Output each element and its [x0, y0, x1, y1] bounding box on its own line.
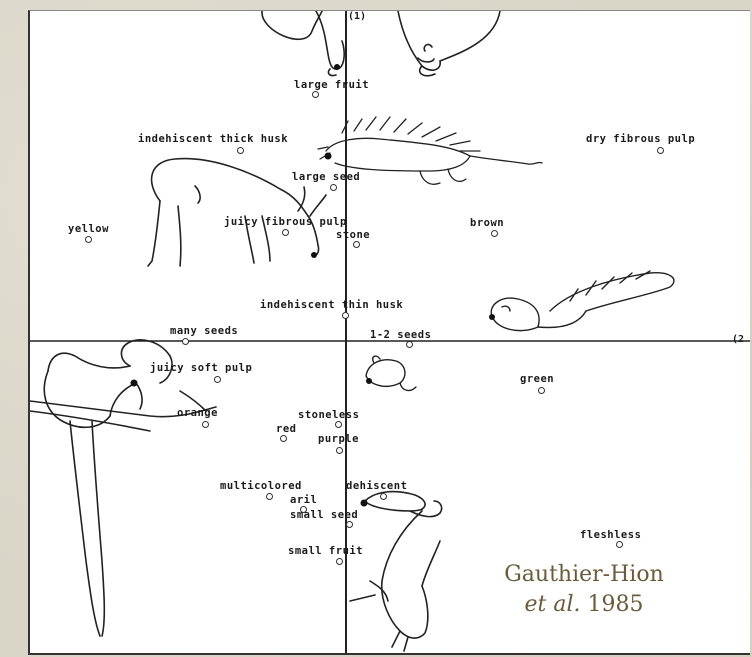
trait-stone-label: stone	[336, 229, 370, 241]
axis-1-label: (1)	[348, 11, 366, 22]
trait-dry-fibrous-pulp-label: dry fibrous pulp	[586, 133, 695, 145]
porcupine-nose	[325, 153, 332, 160]
citation-year: 1985	[581, 592, 644, 617]
ordination-figure: (1) (2 large fruit indehiscent thick hus…	[28, 10, 750, 655]
trait-green-label: green	[520, 373, 554, 385]
trait-orange-marker	[202, 421, 209, 428]
rodent-nose	[366, 378, 372, 384]
trait-small-seed-marker	[346, 521, 353, 528]
trait-stone-marker	[353, 241, 360, 248]
monkey-hand-fruit	[131, 380, 138, 387]
squirrel-illustration	[491, 271, 674, 331]
trait-1-2-seeds-label: 1-2 seeds	[370, 329, 431, 341]
trait-yellow-marker	[85, 236, 92, 243]
trait-purple-label: purple	[318, 433, 359, 445]
trait-many-seeds-label: many seeds	[170, 325, 238, 337]
trait-indehiscent-thick-husk-marker	[237, 147, 244, 154]
trait-yellow-label: yellow	[68, 223, 109, 235]
trait-brown-marker	[491, 230, 498, 237]
trait-large-seed-label: large seed	[292, 171, 360, 183]
trait-juicy-fibrous-pulp-label: juicy fibrous pulp	[224, 216, 347, 228]
rodent-illustration	[366, 356, 416, 390]
trait-indehiscent-thin-husk-label: indehiscent thin husk	[260, 299, 403, 311]
trait-dehiscent-marker	[380, 493, 387, 500]
trait-large-fruit-label: large fruit	[294, 79, 369, 91]
trait-stoneless-label: stoneless	[298, 409, 359, 421]
trait-stoneless-marker	[335, 421, 342, 428]
monkey-illustration	[30, 340, 216, 636]
trait-large-fruit-marker	[312, 91, 319, 98]
trait-aril-label: aril	[290, 494, 317, 506]
trait-purple-marker	[336, 447, 343, 454]
trait-small-seed-label: small seed	[290, 509, 358, 521]
trait-large-seed-marker	[330, 184, 337, 191]
squirrel-nose	[489, 314, 495, 320]
trait-red-label: red	[276, 423, 296, 435]
trait-small-fruit-marker	[336, 558, 343, 565]
trait-dehiscent-label: dehiscent	[346, 480, 407, 492]
trait-green-marker	[538, 387, 545, 394]
trait-fleshless-marker	[616, 541, 623, 548]
duiker-nose	[311, 252, 317, 258]
citation-reference: et al. 1985	[484, 590, 684, 620]
trait-dry-fibrous-pulp-marker	[657, 147, 664, 154]
trait-multicolored-marker	[266, 493, 273, 500]
trait-orange-label: orange	[177, 407, 218, 419]
trait-1-2-seeds-marker	[406, 341, 413, 348]
citation-authors: Gauthier-Hion	[484, 560, 684, 590]
trait-juicy-soft-pulp-label: juicy soft pulp	[150, 362, 252, 374]
trait-brown-label: brown	[470, 217, 504, 229]
citation-et-al: et al.	[525, 592, 581, 617]
trait-indehiscent-thin-husk-marker	[342, 312, 349, 319]
elephant-eye	[334, 64, 340, 70]
citation: Gauthier-Hion et al. 1985	[484, 560, 684, 620]
trait-multicolored-label: multicolored	[220, 480, 302, 492]
trait-indehiscent-thick-husk-label: indehiscent thick husk	[138, 133, 288, 145]
trait-small-fruit-label: small fruit	[288, 545, 363, 557]
hornbill-illustration	[350, 492, 442, 651]
trait-juicy-soft-pulp-marker	[214, 376, 221, 383]
trait-juicy-fibrous-pulp-marker	[282, 229, 289, 236]
trait-red-marker	[280, 435, 287, 442]
trait-fleshless-label: fleshless	[580, 529, 641, 541]
trait-many-seeds-marker	[182, 338, 189, 345]
axis-2-label: (2	[732, 334, 744, 345]
hornbill-bill-tip	[361, 500, 368, 507]
elephant-illustration	[262, 11, 500, 76]
